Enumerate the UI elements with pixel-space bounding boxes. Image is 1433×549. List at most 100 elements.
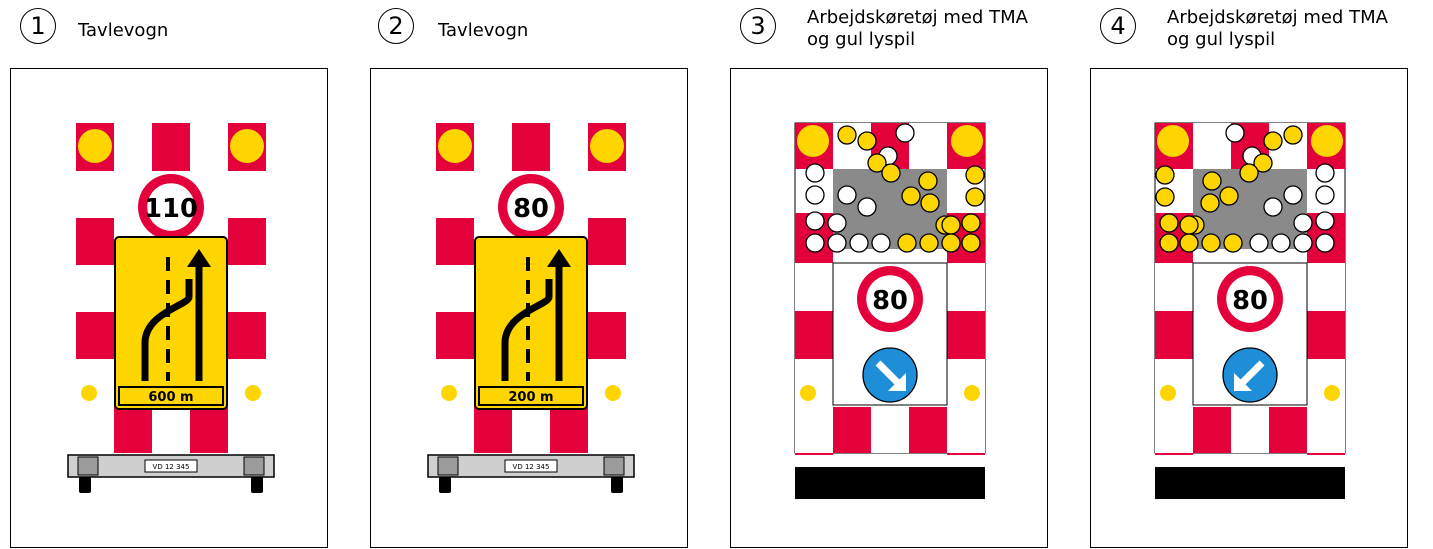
unlit-lamp [806, 234, 824, 252]
bottom-stripe-block [795, 407, 833, 453]
checker-block [588, 265, 626, 312]
wheel [439, 477, 451, 493]
checker-block [588, 171, 626, 218]
unlit-lamp [828, 214, 846, 232]
small-lamp [964, 385, 980, 401]
checker-block [588, 218, 626, 265]
lit-lamp [1240, 164, 1258, 182]
lit-lamp [882, 164, 900, 182]
panel-4-tma-sign: 80 [1091, 69, 1409, 549]
unlit-lamp [1294, 234, 1312, 252]
panel-3-frame: 80 [730, 68, 1048, 548]
panel-3-caption-line-1: Arbejdskøretøj med TMA [807, 7, 1028, 29]
top-stripe-block [190, 123, 228, 171]
small-lamp [1324, 385, 1340, 401]
bottom-stripe-block [871, 407, 909, 453]
warning-lamp [78, 129, 112, 163]
tma-bumper [795, 467, 985, 499]
unlit-lamp [1316, 212, 1334, 230]
checker-block [1155, 311, 1193, 359]
checker-block [228, 265, 266, 312]
unlit-lamp [1316, 234, 1334, 252]
lane-merge-sign [115, 237, 227, 409]
bottom-stripe-block [190, 405, 228, 453]
panel-4-frame: 80 [1090, 68, 1408, 548]
checker-block [76, 265, 114, 312]
unlit-lamp [1316, 164, 1334, 182]
panel-2-number: 2 [378, 8, 414, 44]
speed-limit-value: 110 [144, 194, 198, 224]
bottom-stripe-block [1193, 407, 1231, 453]
lit-lamp [1202, 234, 1220, 252]
checker-block [795, 311, 833, 359]
checker-block [795, 359, 833, 407]
unlit-lamp [1294, 214, 1312, 232]
speed-limit-value: 80 [513, 194, 549, 224]
panel-3-number: 3 [740, 8, 776, 44]
bottom-stripe-block [474, 405, 512, 453]
lit-lamp [1284, 126, 1302, 144]
chassis-end [438, 457, 458, 475]
small-lamp [1160, 385, 1176, 401]
unlit-lamp [1226, 124, 1244, 142]
bottom-stripe-block [947, 407, 985, 453]
top-stripe-block [152, 123, 190, 171]
panel-2-trailer-sign: 80200 mVD 12 345 [371, 69, 689, 549]
small-lamp [605, 385, 621, 401]
lit-lamp [1203, 172, 1221, 190]
lit-lamp [966, 188, 984, 206]
bottom-stripe-block [1155, 407, 1193, 453]
wheel [251, 477, 263, 493]
checker-block [436, 265, 474, 312]
unlit-lamp [838, 186, 856, 204]
lit-lamp [838, 126, 856, 144]
license-plate-text: VD 12 345 [513, 463, 550, 471]
unlit-lamp [850, 234, 868, 252]
checker-block [588, 312, 626, 359]
panel-3-tma-sign: 80 [731, 69, 1049, 549]
lit-lamp [898, 234, 916, 252]
top-stripe-block [474, 123, 512, 171]
unlit-lamp [806, 212, 824, 230]
bottom-stripe-block [909, 407, 947, 453]
checker-block [436, 359, 474, 406]
trailer-board: 110600 mVD 12 345 [68, 123, 274, 493]
bottom-stripe-block [1307, 407, 1345, 453]
lit-lamp [942, 216, 960, 234]
lit-lamp [1264, 132, 1282, 150]
checker-block [228, 218, 266, 265]
unlit-lamp [1316, 186, 1334, 204]
checker-block [1307, 263, 1345, 311]
unlit-lamp [806, 164, 824, 182]
lit-lamp [902, 187, 920, 205]
panel-3-caption-line-2: og gul lyspil [807, 29, 915, 51]
unlit-lamp [806, 186, 824, 204]
unlit-lamp [1250, 234, 1268, 252]
checker-block [76, 359, 114, 406]
warning-lamp [230, 129, 264, 163]
top-stripe-block [550, 123, 588, 171]
warning-lamp [951, 125, 983, 157]
checker-block [76, 312, 114, 359]
chassis-end [78, 457, 98, 475]
top-stripe-block [909, 123, 947, 169]
lit-lamp [1224, 234, 1242, 252]
lit-lamp [1220, 187, 1238, 205]
bottom-stripe-block [436, 405, 474, 453]
checker-block [228, 171, 266, 218]
unlit-lamp [1264, 198, 1282, 216]
lit-lamp [1160, 234, 1178, 252]
checker-block [228, 359, 266, 406]
panel-1-frame: 110600 mVD 12 345 [10, 68, 328, 548]
lit-lamp [1156, 166, 1174, 184]
checker-block [588, 359, 626, 406]
checker-block [76, 218, 114, 265]
top-stripe-block [512, 123, 550, 171]
checker-block [1155, 359, 1193, 407]
unlit-lamp [896, 124, 914, 142]
warning-lamp [590, 129, 624, 163]
bottom-stripe-block [152, 405, 190, 453]
lit-lamp [942, 234, 960, 252]
checker-block [1155, 263, 1193, 311]
